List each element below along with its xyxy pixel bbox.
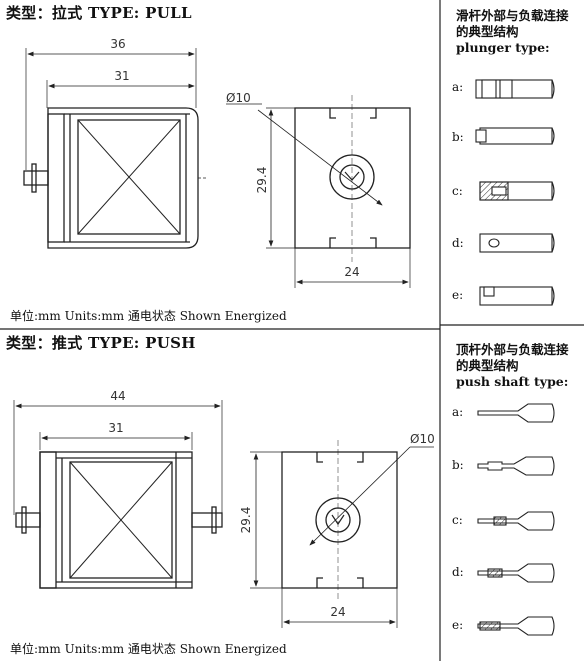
pull-front-view: [226, 95, 411, 288]
plunger-option-e: e:: [452, 288, 464, 302]
pull-title: 类型：拉式 TYPE: PULL: [6, 4, 192, 22]
pull-side-view: [23, 48, 208, 249]
plunger-type-drawings: [475, 79, 555, 306]
push-front-view: [250, 440, 434, 628]
push-panel-title: 顶杆外部与负载连接的典型结构 push shaft type:: [456, 342, 580, 390]
push-option-a: a:: [452, 405, 464, 419]
pull-dim-height: 29.4: [255, 167, 269, 194]
push-title: 类型：推式 TYPE: PUSH: [6, 334, 196, 352]
push-panel-title-cn: 顶杆外部与负载连接的典型结构: [456, 342, 569, 373]
push-shaft-type-drawings: [477, 403, 555, 636]
pull-footer: 单位:mm Units:mm 通电状态 Shown Energized: [10, 309, 287, 323]
push-dim-body: 31: [108, 421, 123, 435]
plunger-option-d: d:: [452, 236, 464, 250]
push-option-c: c:: [452, 513, 463, 527]
push-footer: 单位:mm Units:mm 通电状态 Shown Energized: [10, 642, 287, 656]
pull-dim-width: 24: [344, 265, 359, 279]
plunger-option-b: b:: [452, 130, 464, 144]
push-option-e: e:: [452, 618, 464, 632]
pull-dim-body: 31: [114, 69, 129, 83]
plunger-option-c: c:: [452, 184, 463, 198]
plunger-option-a: a:: [452, 80, 464, 94]
push-dim-diameter: Ø10: [410, 432, 435, 446]
push-option-d: d:: [452, 565, 464, 579]
pull-dim-overall: 36: [110, 37, 125, 51]
push-panel-title-en: push shaft type:: [456, 374, 569, 389]
pull-dim-diameter: Ø10: [226, 91, 251, 105]
plunger-panel-title: 滑杆外部与负载连接的典型结构 plunger type:: [456, 8, 580, 56]
push-side-view: [13, 400, 223, 589]
push-dim-height: 29.4: [239, 507, 253, 534]
plunger-panel-title-cn: 滑杆外部与负载连接的典型结构: [456, 8, 569, 39]
push-option-b: b:: [452, 458, 464, 472]
push-dim-overall: 44: [110, 389, 125, 403]
plunger-panel-title-en: plunger type:: [456, 40, 550, 55]
push-dim-width: 24: [330, 605, 345, 619]
